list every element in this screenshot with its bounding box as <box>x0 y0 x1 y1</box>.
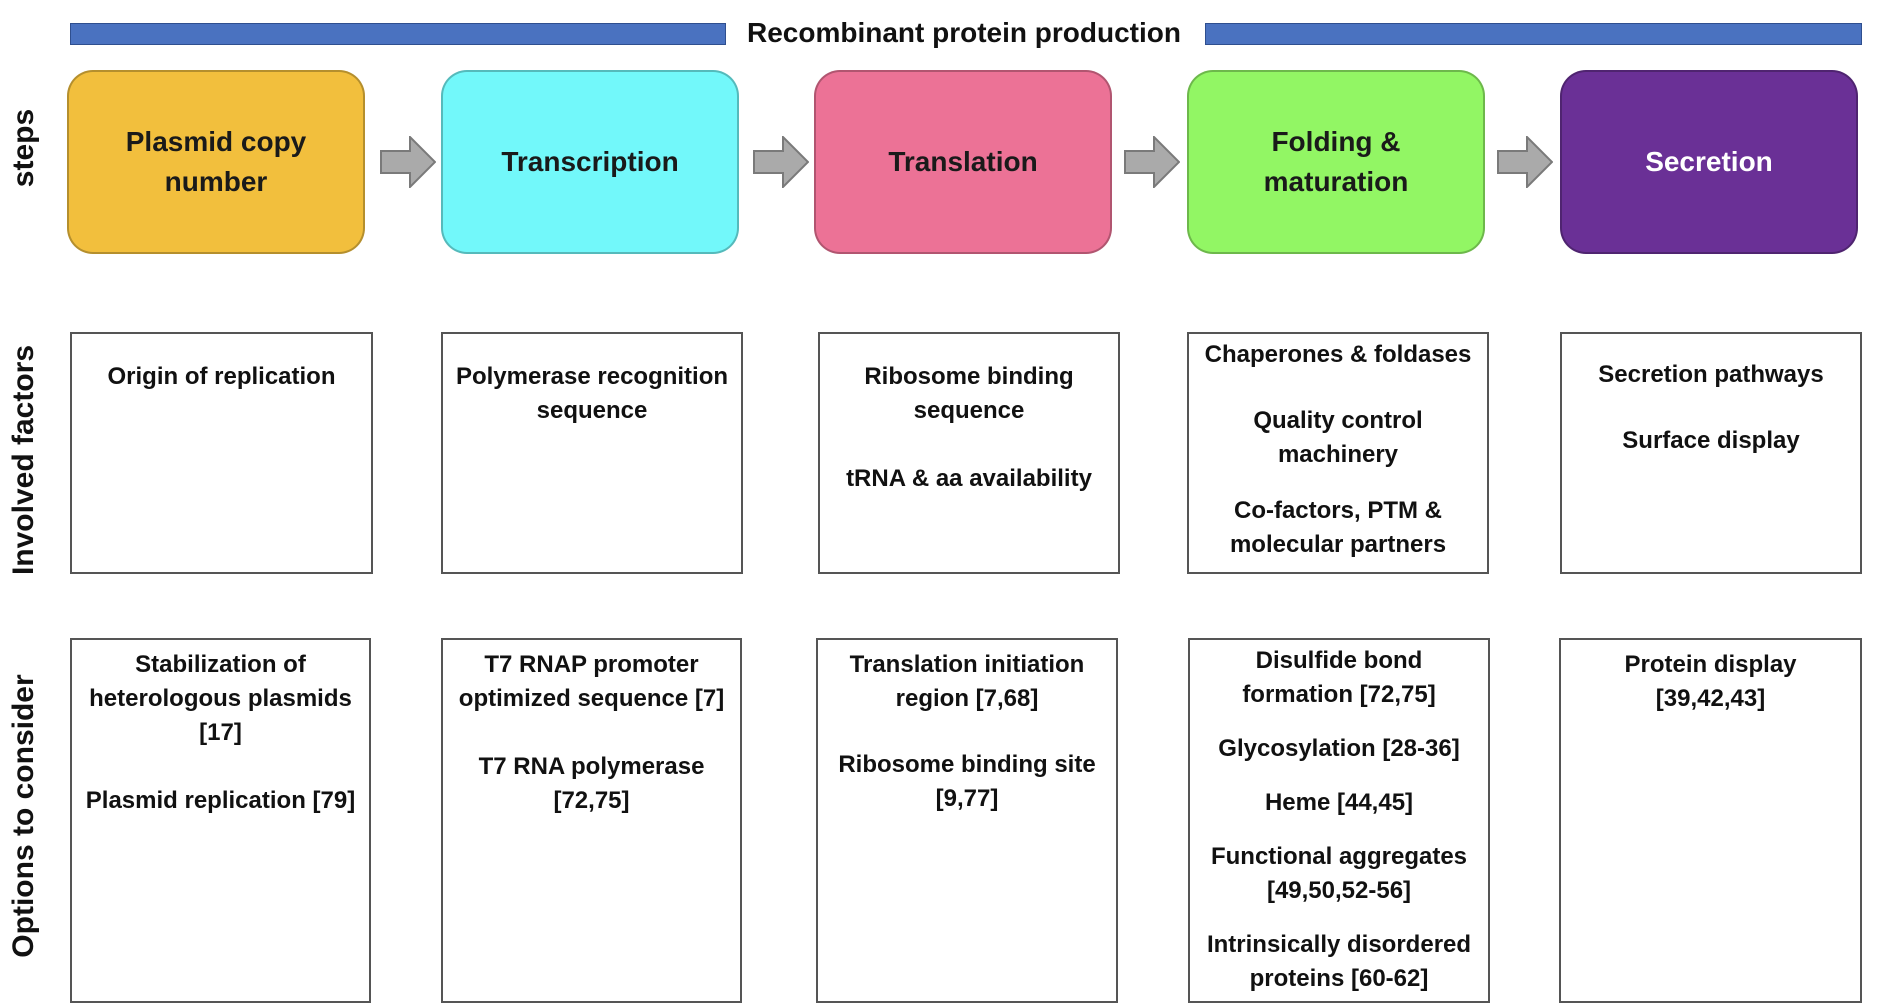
factor-item: tRNA & aa availability <box>846 465 1092 492</box>
options-box-secretion: Protein display [39,42,43] <box>1559 638 1862 1003</box>
factor-item: Surface display <box>1622 427 1800 454</box>
step-secretion: Secretion <box>1560 70 1858 254</box>
factor-item: Chaperones & foldases <box>1204 341 1472 368</box>
factors-box-plasmid: Origin of replication <box>70 332 373 574</box>
factor-item: Quality control machinery <box>1253 407 1423 468</box>
arrow-right-icon <box>753 136 809 188</box>
factors-box-secretion: Secretion pathways Surface display <box>1560 332 1862 574</box>
banner-bar-right <box>1205 23 1862 45</box>
options-box-plasmid: Stabilization of heterologous plasmids [… <box>70 638 371 1003</box>
option-item: Protein display [39,42,43] <box>1624 651 1797 712</box>
option-item: Disulfide bond formation [72,75] <box>1242 647 1436 708</box>
option-item: T7 RNA polymerase [72,75] <box>478 753 705 814</box>
factors-box-transcription: Polymerase recognition sequence <box>441 332 743 574</box>
options-box-transcription: T7 RNAP promoter optimized sequence [7] … <box>441 638 742 1003</box>
banner-bar-left <box>70 23 726 45</box>
options-box-folding: Disulfide bond formation [72,75] Glycosy… <box>1188 638 1490 1003</box>
factors-box-translation: Ribosome binding sequence tRNA & aa avai… <box>818 332 1120 574</box>
option-item: Glycosylation [28-36] <box>1218 735 1460 762</box>
banner-title: Recombinant protein production <box>747 17 1181 48</box>
step-plasmid-copy-number: Plasmid copy number <box>67 70 365 254</box>
factor-item: Origin of replication <box>107 363 336 390</box>
option-item: Functional aggregates [49,50,52-56] <box>1210 843 1468 904</box>
option-item: Stabilization of heterologous plasmids [… <box>89 651 352 746</box>
option-item: Translation initiation region [7,68] <box>849 651 1085 712</box>
factor-item: Secretion pathways <box>1598 361 1824 388</box>
option-item: T7 RNAP promoter optimized sequence [7] <box>458 651 725 712</box>
row-label-steps: steps <box>7 108 40 188</box>
factors-box-folding: Chaperones & foldases Quality control ma… <box>1187 332 1489 574</box>
arrow-right-icon <box>380 136 436 188</box>
arrow-right-icon <box>1497 136 1553 188</box>
factor-item: Ribosome binding sequence <box>864 363 1074 424</box>
factor-item: Polymerase recognition sequence <box>455 363 729 424</box>
option-item: Heme [44,45] <box>1264 789 1414 816</box>
row-label-factors: Involved factors <box>7 344 40 576</box>
options-box-translation: Translation initiation region [7,68] Rib… <box>816 638 1118 1003</box>
step-translation: Translation <box>814 70 1112 254</box>
row-label-options: Options to consider <box>7 674 40 958</box>
option-item: Plasmid replication [79] <box>85 787 356 814</box>
arrow-right-icon <box>1124 136 1180 188</box>
factor-item: Co-factors, PTM & molecular partners <box>1229 497 1447 558</box>
option-item: Intrinsically disordered proteins [60-62… <box>1206 931 1472 992</box>
step-folding-maturation: Folding & maturation <box>1187 70 1485 254</box>
step-transcription: Transcription <box>441 70 739 254</box>
option-item: Ribosome binding site [9,77] <box>838 751 1096 812</box>
